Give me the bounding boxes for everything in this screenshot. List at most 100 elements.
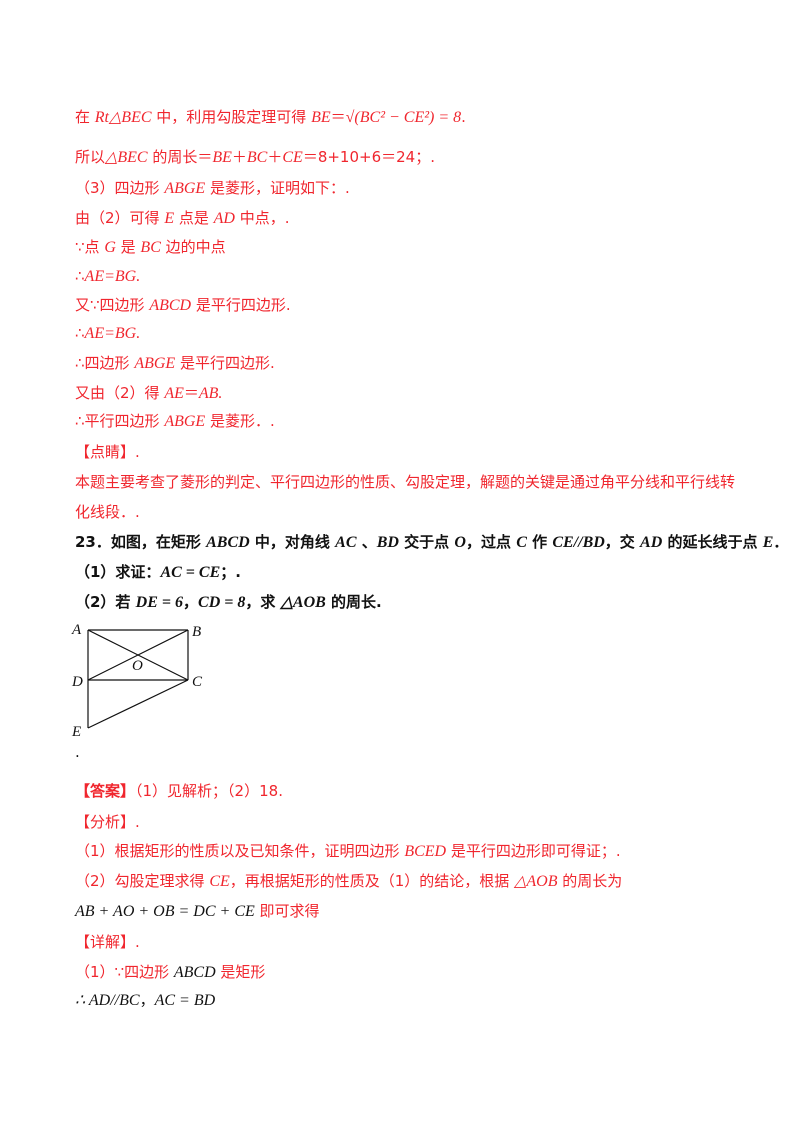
math-expression: DE = 6 [135, 594, 184, 611]
math-expression: ABGE [134, 355, 176, 372]
text-segment: 是菱形．. [205, 412, 275, 430]
math-expression: G [104, 239, 116, 256]
text-segment: 作 [526, 533, 553, 551]
text-segment: （1）∵四边形 [75, 963, 174, 981]
math-expression: △AOB [280, 594, 326, 611]
text-segment: 是平行四边形. [175, 354, 275, 372]
label-a: A [71, 622, 82, 638]
text-line: （2）勾股定理求得 CE，再根据矩形的性质及（1）的结论，根据 △AOB 的周长… [75, 871, 622, 892]
text-segment: ∵点 [75, 238, 105, 256]
text-segment: ；. [220, 563, 241, 581]
math-expression: O [454, 534, 466, 551]
text-segment: 中，对角线 [249, 533, 336, 551]
text-line: ∴平行四边形 ABGE 是菱形．. [75, 411, 275, 432]
text-line: （1）求证：AC = CE；. [75, 562, 241, 583]
text-line: ∴AE=BG. [75, 266, 140, 287]
math-expression: AB. [198, 385, 223, 402]
text-segment: 是平行四边形. [191, 296, 291, 314]
text-segment: ＝ [330, 108, 346, 126]
math-expression: AE=BG. [84, 268, 141, 285]
math-expression: BC [246, 149, 268, 166]
math-expression: CE [209, 873, 230, 890]
text-segment: ，过点 [465, 533, 517, 551]
text-line: 【分析】. [75, 812, 140, 832]
text-line: 本题主要考查了菱形的判定、平行四边形的性质、勾股定理，解题的关键是通过角平分线和… [75, 467, 735, 527]
text-segment: 的周长. [325, 593, 382, 611]
text-segment: 交于点 [398, 533, 455, 551]
text-segment: ∴ [75, 324, 85, 342]
math-expression: CD = 8 [198, 594, 246, 611]
text-line: 在 Rt△BEC 中，利用勾股定理可得 BE＝√(BC² − CE²) = 8. [75, 107, 466, 128]
text-line: 【点睛】. [75, 442, 140, 462]
text-segment: 即可求得 [254, 902, 320, 920]
segment-bd [87, 629, 189, 681]
math-expression: ABGE [164, 413, 206, 430]
text-line: 由（2）可得 E 点是 AD 中点，. [75, 208, 290, 229]
text-segment: 边的中点 [160, 238, 226, 256]
math-expression: ABCD [206, 534, 250, 551]
text-segment: 的周长为 [557, 872, 623, 890]
math-expression: AD [640, 534, 663, 551]
text-segment: ，再根据矩形的性质及（1）的结论，根据 [229, 872, 515, 890]
text-segment: 中，利用勾股定理可得 [151, 108, 312, 126]
text-segment: 所以 [75, 148, 106, 166]
math-expression: BE [311, 109, 331, 126]
text-segment: （1）求证： [75, 563, 161, 581]
text-segment: ＋ [267, 148, 283, 166]
math-expression: AD [213, 210, 235, 227]
text-segment: 在 [75, 108, 95, 126]
text-line: 【详解】. [75, 932, 140, 952]
label-e: E [71, 724, 81, 740]
text-segment: ＝8+10+6＝24；. [302, 148, 435, 166]
math-expression: AC = BD [154, 992, 216, 1009]
math-expression: △AOB [514, 873, 558, 890]
text-segment: ． [773, 533, 789, 551]
text-line: 23．如图，在矩形 ABCD 中，对角线 AC 、BD 交于点 O，过点 C 作… [75, 532, 788, 553]
text-segment: （2）勾股定理求得 [75, 872, 210, 890]
text-segment: ，求 [245, 593, 281, 611]
math-expression: CE//BD [552, 534, 605, 551]
label-b: B [192, 624, 201, 640]
text-segment: 由（2）可得 [75, 209, 165, 227]
math-expression: ABGE [164, 180, 206, 197]
text-segment: ， [139, 991, 155, 1009]
text-line: （1）根据矩形的性质以及已知条件，证明四边形 BCED 是平行四边形即可得证；. [75, 841, 621, 862]
math-expression: CE [282, 149, 303, 166]
text-line: ∴AE=BG. [75, 323, 140, 344]
math-expression: AC [335, 534, 357, 551]
text-segment: 中点，. [234, 209, 290, 227]
math-expression: ABCD [149, 297, 192, 314]
math-expression: C [516, 534, 527, 551]
text-segment: 点是 [174, 209, 214, 227]
label-c: C [192, 674, 203, 690]
text-segment: 、 [356, 533, 377, 551]
text-line: 所以△BEC 的周长＝BE＋BC＋CE＝8+10+6＝24；. [75, 147, 435, 168]
text-segment: 又由（2）得 [75, 384, 165, 402]
geometry-figure: A B O D C E [71, 622, 203, 740]
text-line: 又∵四边形 ABCD 是平行四边形. [75, 295, 291, 316]
math-expression: AC = CE [160, 564, 221, 581]
text-segment: ， [183, 593, 199, 611]
text-segment: （3）四边形 [75, 179, 165, 197]
text-segment: ＝ [183, 384, 199, 402]
math-expression: BCED [404, 843, 447, 860]
text-segment: （1）见解析；（2）18. [135, 782, 283, 800]
text-segment: （2）若 [75, 593, 136, 611]
text-segment: 【点睛】. [75, 443, 140, 461]
text-line: 【答案】（1）见解析；（2）18. [75, 781, 283, 801]
text-segment: （1）根据矩形的性质以及已知条件，证明四边形 [75, 842, 405, 860]
math-expression: BE [212, 149, 232, 166]
math-expression: AE=BG. [84, 325, 141, 342]
text-segment: ，交 [604, 533, 641, 551]
math-expression: ∴ AD//BC [75, 992, 140, 1009]
math-expression: E [762, 534, 774, 551]
label-o: O [132, 658, 143, 674]
text-segment: 是 [115, 238, 141, 256]
text-line: ∴ AD//BC，AC = BD [75, 990, 215, 1011]
text-segment: ∴ [75, 267, 85, 285]
text-segment: 【分析】. [75, 813, 140, 831]
text-line: 又由（2）得 AE＝AB. [75, 383, 222, 404]
math-expression: AE [164, 385, 184, 402]
math-expression: E [164, 210, 175, 227]
text-segment: 的周长＝ [147, 148, 213, 166]
